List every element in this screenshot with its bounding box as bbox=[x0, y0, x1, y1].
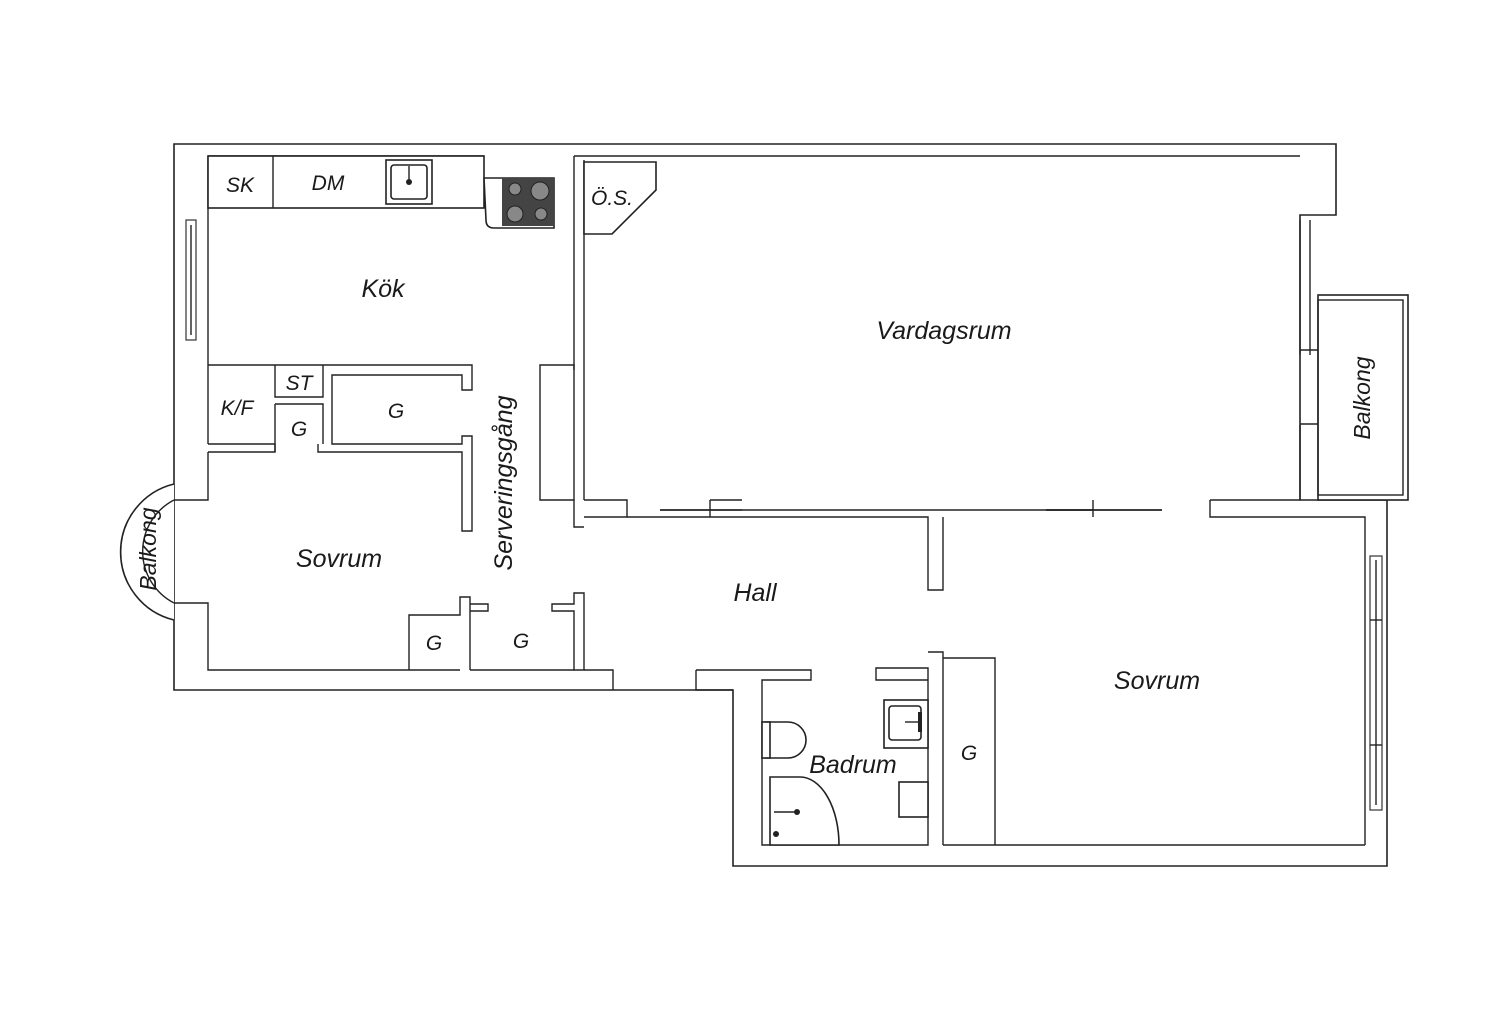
label-living-room: Vardagsrum bbox=[876, 317, 1011, 345]
balcony-left-shape bbox=[119, 483, 175, 621]
balcony-right-shape bbox=[1317, 294, 1409, 501]
label-dishwasher: DM bbox=[312, 172, 345, 195]
kitchen-counter bbox=[207, 155, 555, 229]
label-balcony-right: Balkong bbox=[1349, 356, 1375, 439]
bathroom-cabinet bbox=[898, 781, 929, 818]
label-wardrobe-3: G bbox=[426, 632, 442, 655]
label-fridge-freezer: K/F bbox=[221, 397, 255, 420]
toilet-icon bbox=[761, 721, 807, 759]
label-serving-corridor: Serveringsgång bbox=[490, 395, 518, 570]
window-left bbox=[185, 219, 197, 341]
tiled-stove bbox=[583, 161, 657, 235]
label-kitchen: Kök bbox=[361, 275, 406, 303]
label-bathroom: Badrum bbox=[809, 751, 897, 779]
label-hall: Hall bbox=[733, 579, 778, 607]
label-tiled-stove: Ö.S. bbox=[591, 187, 633, 210]
label-cleaning-closet: ST bbox=[286, 372, 315, 395]
label-wardrobe-5: G bbox=[961, 742, 977, 765]
stove-icon bbox=[502, 178, 554, 226]
label-wardrobe-2: G bbox=[291, 418, 307, 441]
label-wardrobe-1: G bbox=[388, 400, 404, 423]
label-wardrobe-4: G bbox=[513, 630, 529, 653]
label-bedroom-right: Sovrum bbox=[1114, 667, 1200, 695]
window-right bbox=[1369, 555, 1383, 811]
label-bedroom-left: Sovrum bbox=[296, 545, 382, 573]
label-cabinet: SK bbox=[226, 174, 255, 197]
washbasin-icon bbox=[883, 699, 929, 749]
shower-icon bbox=[769, 776, 840, 846]
label-balcony-left: Balkong bbox=[135, 507, 161, 590]
